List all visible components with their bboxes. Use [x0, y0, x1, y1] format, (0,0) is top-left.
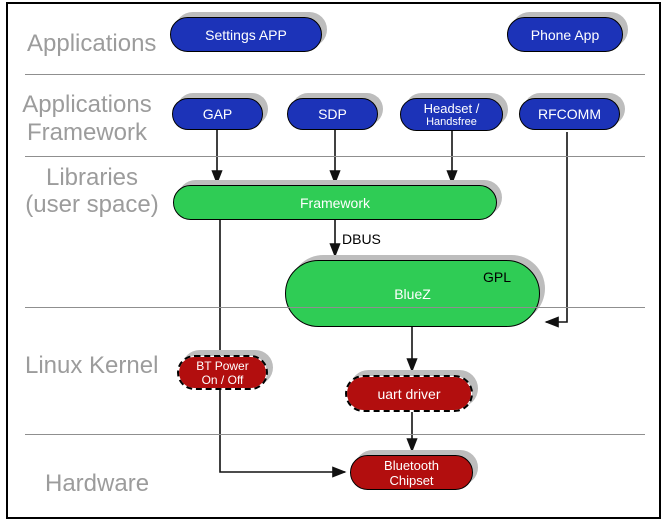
layer-label-line: Framework — [26, 119, 147, 146]
outer-border — [6, 2, 661, 519]
node-label: GAP — [202, 106, 233, 122]
node-headset-handsfree: Headset / Handsfree — [400, 98, 503, 131]
node-label: uart driver — [377, 385, 441, 402]
node-bluez: GPL BlueZ — [285, 260, 540, 327]
layer-label-line: Libraries — [45, 164, 139, 191]
node-uart-driver: uart driver — [345, 375, 473, 412]
node-phone-app: Phone App — [507, 17, 623, 52]
divider-applications-framework — [25, 156, 645, 157]
node-label: BT Power — [196, 358, 249, 373]
node-label: SDP — [318, 106, 347, 122]
node-sdp: SDP — [287, 98, 378, 130]
layer-label-line: (user space) — [25, 191, 159, 218]
node-label: BlueZ — [394, 285, 431, 302]
node-settings-app: Settings APP — [170, 17, 322, 52]
layer-label-applications: Applications — [27, 30, 157, 57]
layer-label-line: Applications — [22, 91, 152, 118]
gpl-badge: GPL — [482, 269, 511, 285]
divider-libraries — [25, 307, 645, 308]
node-label: RFCOMM — [538, 106, 601, 122]
node-label: On / Off — [201, 372, 244, 387]
node-label: Chipset — [389, 472, 434, 488]
dbus-edge-label: DBUS — [342, 231, 381, 247]
node-bt-power-on-off: BT Power On / Off — [177, 355, 268, 390]
node-label: Settings APP — [205, 26, 287, 43]
node-label: Bluetooth — [384, 457, 439, 473]
node-gap: GAP — [172, 98, 263, 130]
node-framework: Framework — [173, 185, 497, 220]
node-bluetooth-chipset: Bluetooth Chipset — [350, 455, 473, 490]
layer-label-linux-kernel: Linux Kernel — [25, 352, 159, 379]
node-label: Headset / — [423, 100, 480, 116]
layer-label-applications-framework: Applications Framework — [20, 91, 154, 147]
node-label: Framework — [299, 194, 370, 211]
layer-label-libraries: Libraries (user space) — [16, 164, 168, 218]
node-rfcomm: RFCOMM — [519, 98, 620, 130]
node-label: Handsfree — [426, 115, 477, 128]
divider-linux-kernel — [25, 434, 645, 435]
node-label: Phone App — [530, 26, 600, 43]
divider-applications — [25, 74, 645, 75]
layer-label-hardware: Hardware — [45, 470, 150, 497]
